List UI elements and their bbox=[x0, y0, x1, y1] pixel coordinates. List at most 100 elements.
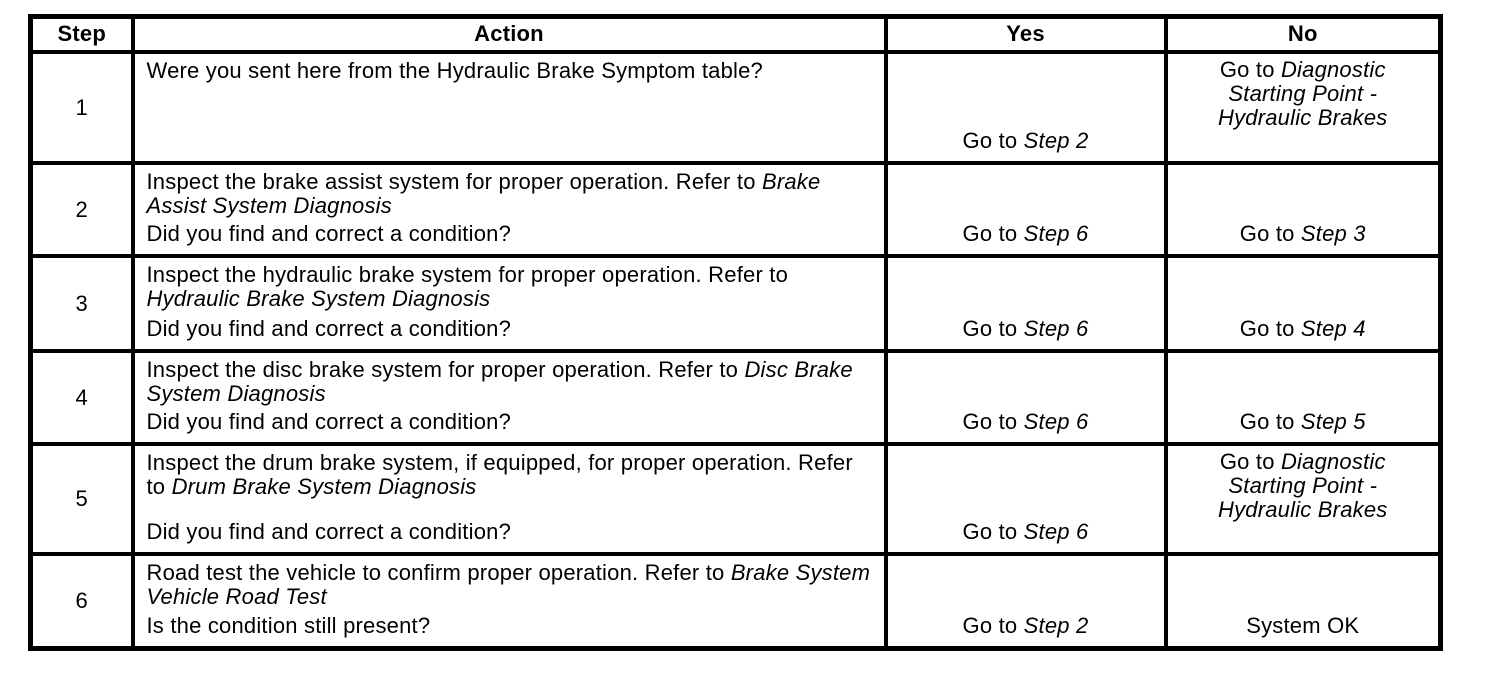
goto-instruction: Go to Step 4 bbox=[1240, 317, 1366, 341]
action-paragraph: Did you find and correct a condition? bbox=[147, 520, 512, 544]
goto-instruction: Go to Step 6 bbox=[963, 222, 1089, 246]
col-header-no: No bbox=[1163, 14, 1443, 54]
step-number-cell: 6 bbox=[28, 552, 135, 651]
italic-reference-text: Step 6 bbox=[1023, 409, 1089, 434]
yes-cell-content: Go to Step 2 bbox=[888, 556, 1164, 646]
plain-text: Go to bbox=[1219, 57, 1281, 82]
plain-text: Go to bbox=[962, 519, 1024, 544]
goto-instruction: Go to Step 2 bbox=[963, 129, 1089, 153]
action-paragraph: Did you find and correct a condition? bbox=[147, 410, 512, 434]
yes-cell-content: Go to Step 6 bbox=[888, 258, 1164, 349]
italic-reference-text: Step 5 bbox=[1300, 409, 1366, 434]
table-row: 2 Inspect the brake assist system for pro… bbox=[28, 161, 1443, 258]
action-paragraph: Inspect the hydraulic brake system for p… bbox=[147, 263, 872, 311]
goto-instruction: Go to Step 6 bbox=[963, 520, 1089, 544]
action-paragraph: Did you find and correct a condition? bbox=[147, 317, 512, 341]
no-cell-content: Go to Step 5 bbox=[1168, 353, 1439, 442]
no-cell-content: System OK bbox=[1168, 556, 1439, 646]
no-cell-content: Go to Diagnostic Starting Point - Hydrau… bbox=[1168, 54, 1439, 161]
italic-reference-text: Disc Brake System Diagnosis bbox=[146, 357, 853, 406]
italic-reference-text: Brake Assist System Diagnosis bbox=[146, 169, 821, 218]
col-header-step: Step bbox=[28, 14, 135, 54]
action-cell: Inspect the disc brake system for proper… bbox=[130, 349, 888, 446]
plain-text: Go to bbox=[1239, 221, 1301, 246]
plain-text: System OK bbox=[1246, 613, 1360, 638]
yes-cell: Go to Step 6 bbox=[883, 442, 1168, 556]
action-paragraph: Did you find and correct a condition? bbox=[147, 222, 512, 246]
action-cell: Road test the vehicle to confirm proper … bbox=[130, 552, 888, 651]
goto-instruction: Go to Step 6 bbox=[963, 410, 1089, 434]
plain-text: Were you sent here from the Hydraulic Br… bbox=[146, 58, 763, 83]
yes-cell-content: Go to Step 2 bbox=[888, 54, 1164, 161]
yes-cell-content: Go to Step 6 bbox=[888, 446, 1164, 552]
plain-text: Is the condition still present? bbox=[146, 613, 431, 638]
italic-reference-text: Brake System Vehicle Road Test bbox=[146, 560, 871, 609]
plain-text: Inspect the drum brake system, if equipp… bbox=[146, 450, 853, 499]
goto-instruction: Go to Step 5 bbox=[1240, 410, 1366, 434]
action-paragraph: Were you sent here from the Hydraulic Br… bbox=[147, 59, 763, 83]
italic-reference-text: Step 3 bbox=[1300, 221, 1366, 246]
italic-reference-text: Diagnostic Starting Point - Hydraulic Br… bbox=[1218, 449, 1388, 522]
goto-instruction: Go to Step 3 bbox=[1240, 222, 1366, 246]
italic-reference-text: Step 6 bbox=[1023, 316, 1089, 341]
action-paragraph: Inspect the brake assist system for prop… bbox=[147, 170, 872, 218]
action-cell-content: Road test the vehicle to confirm proper … bbox=[135, 556, 884, 646]
yes-cell-content: Go to Step 6 bbox=[888, 165, 1164, 254]
plain-text: Inspect the hydraulic brake system for p… bbox=[146, 262, 789, 287]
step-number-cell: 5 bbox=[28, 442, 135, 556]
action-cell-content: Inspect the hydraulic brake system for p… bbox=[135, 258, 884, 349]
yes-cell: Go to Step 2 bbox=[883, 552, 1168, 651]
col-header-action: Action bbox=[130, 14, 888, 54]
no-cell: Go to Diagnostic Starting Point - Hydrau… bbox=[1163, 50, 1443, 165]
goto-instruction: Go to Step 2 bbox=[963, 614, 1089, 638]
yes-cell: Go to Step 6 bbox=[883, 254, 1168, 353]
goto-instruction: Go to Step 6 bbox=[963, 317, 1089, 341]
italic-reference-text: Hydraulic Brake System Diagnosis bbox=[146, 286, 491, 311]
italic-reference-text: Diagnostic Starting Point - Hydraulic Br… bbox=[1218, 57, 1388, 130]
action-cell-content: Were you sent here from the Hydraulic Br… bbox=[135, 54, 884, 161]
goto-instruction: Go to Diagnostic Starting Point - Hydrau… bbox=[1180, 450, 1427, 522]
plain-text: Go to bbox=[962, 128, 1024, 153]
action-cell-content: Inspect the brake assist system for prop… bbox=[135, 165, 884, 254]
italic-reference-text: Step 2 bbox=[1023, 128, 1089, 153]
yes-cell: Go to Step 6 bbox=[883, 349, 1168, 446]
plain-text: Go to bbox=[962, 221, 1024, 246]
table-row: 6 Road test the vehicle to confirm proper… bbox=[28, 552, 1443, 651]
no-cell-content: Go to Diagnostic Starting Point - Hydrau… bbox=[1168, 446, 1439, 552]
no-cell-content: Go to Step 3 bbox=[1168, 165, 1439, 254]
goto-instruction: Go to Diagnostic Starting Point - Hydrau… bbox=[1180, 58, 1427, 130]
italic-reference-text: Drum Brake System Diagnosis bbox=[171, 474, 477, 499]
goto-instruction: System OK bbox=[1246, 614, 1359, 638]
no-cell: Go to Step 5 bbox=[1163, 349, 1443, 446]
italic-reference-text: Step 6 bbox=[1023, 221, 1089, 246]
action-cell: Inspect the hydraulic brake system for p… bbox=[130, 254, 888, 353]
plain-text: Did you find and correct a condition? bbox=[146, 221, 512, 246]
action-cell: Inspect the drum brake system, if equipp… bbox=[130, 442, 888, 556]
plain-text: Inspect the disc brake system for proper… bbox=[146, 357, 745, 382]
plain-text: Did you find and correct a condition? bbox=[146, 519, 512, 544]
yes-cell-content: Go to Step 6 bbox=[888, 353, 1164, 442]
plain-text: Go to bbox=[962, 409, 1024, 434]
italic-reference-text: Step 4 bbox=[1300, 316, 1366, 341]
action-paragraph: Is the condition still present? bbox=[147, 614, 431, 638]
plain-text: Go to bbox=[1239, 316, 1301, 341]
step-number-cell: 2 bbox=[28, 161, 135, 258]
plain-text: Go to bbox=[962, 316, 1024, 341]
plain-text: Go to bbox=[1239, 409, 1301, 434]
plain-text: Inspect the brake assist system for prop… bbox=[146, 169, 762, 194]
plain-text: Road test the vehicle to confirm proper … bbox=[146, 560, 731, 585]
plain-text: Go to bbox=[962, 613, 1024, 638]
action-cell-content: Inspect the disc brake system for proper… bbox=[135, 353, 884, 442]
action-cell-content: Inspect the drum brake system, if equipp… bbox=[135, 446, 884, 552]
action-paragraph: Inspect the disc brake system for proper… bbox=[147, 358, 872, 406]
header-row: Step Action Yes No bbox=[28, 14, 1443, 54]
no-cell-content: Go to Step 4 bbox=[1168, 258, 1439, 349]
no-cell: Go to Step 4 bbox=[1163, 254, 1443, 353]
no-cell: Go to Diagnostic Starting Point - Hydrau… bbox=[1163, 442, 1443, 556]
